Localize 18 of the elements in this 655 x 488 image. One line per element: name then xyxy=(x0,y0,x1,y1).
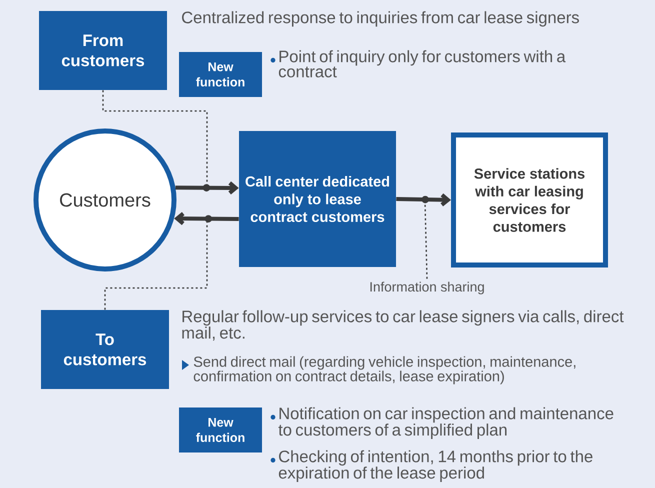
arrow xyxy=(174,212,239,226)
new-function-badge: New function xyxy=(179,408,262,452)
arrow xyxy=(175,181,239,194)
description-text: Centralized response to inquiries from car lease signers xyxy=(182,11,579,27)
leader-line xyxy=(104,219,208,310)
process-box: To customers xyxy=(41,310,169,389)
arrow xyxy=(396,193,451,206)
description-text: Send direct mail (regarding vehicle inspection, maintenance, confirmation on contract details, lease expiration) xyxy=(194,356,576,384)
description-text: Regular follow-up services to car lease signers via calls, direct mail, etc. xyxy=(182,310,624,341)
description-text: Checking of intention, 14 months prior to the expiration of the lease period xyxy=(278,450,592,482)
description-text: Notification on car inspection and maintenance to customers of a simplified plan xyxy=(278,407,614,439)
process-box: Call center dedicated only to lease contract customers xyxy=(239,131,396,267)
service-box: Service stations with car leasing services for customers xyxy=(451,132,608,268)
process-box: From customers xyxy=(39,11,167,90)
description-text: Point of inquiry only for customers with a contract xyxy=(278,50,566,78)
new-function-badge: New function xyxy=(179,52,262,97)
leader-line xyxy=(424,202,428,279)
caption-text: Information sharing xyxy=(370,282,484,294)
